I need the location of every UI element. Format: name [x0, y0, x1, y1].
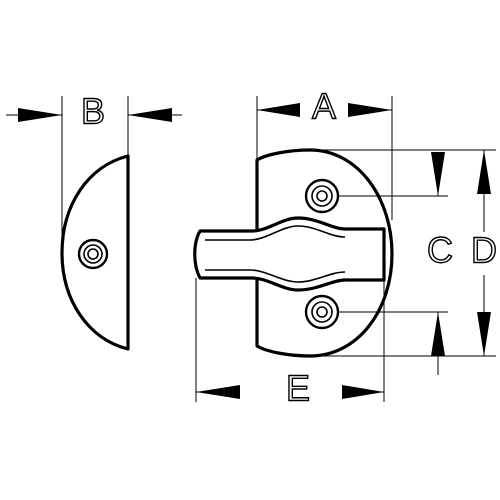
- dimension-label-c: C: [427, 230, 453, 271]
- latch-arm-inner-edge-bottom: [205, 269, 346, 283]
- dimension-label-a: A: [312, 86, 336, 127]
- d-arrow-top: [477, 150, 491, 194]
- a-arrow-right: [348, 103, 392, 117]
- dimension-label-d: D: [471, 230, 497, 271]
- e-arrow-left: [196, 385, 240, 399]
- side-view: [60, 154, 130, 351]
- c-arrow-bottom: [431, 312, 445, 356]
- dimension-label-b: B: [81, 91, 105, 132]
- b-arrow-right: [128, 108, 172, 122]
- lower-screw: [304, 294, 340, 330]
- c-arrow-top: [431, 152, 445, 196]
- a-arrow-left: [257, 103, 300, 117]
- upper-screw: [304, 178, 340, 214]
- latch-arm-inner-edge-top: [205, 225, 346, 241]
- e-arrow-right: [342, 385, 384, 399]
- b-arrow-left: [18, 108, 62, 122]
- front-view: [193, 148, 394, 358]
- dimension-label-e: E: [286, 368, 310, 409]
- d-arrow-bottom: [477, 312, 491, 356]
- latch-arm-outline: [193, 216, 386, 292]
- side-view-screw: [77, 238, 109, 270]
